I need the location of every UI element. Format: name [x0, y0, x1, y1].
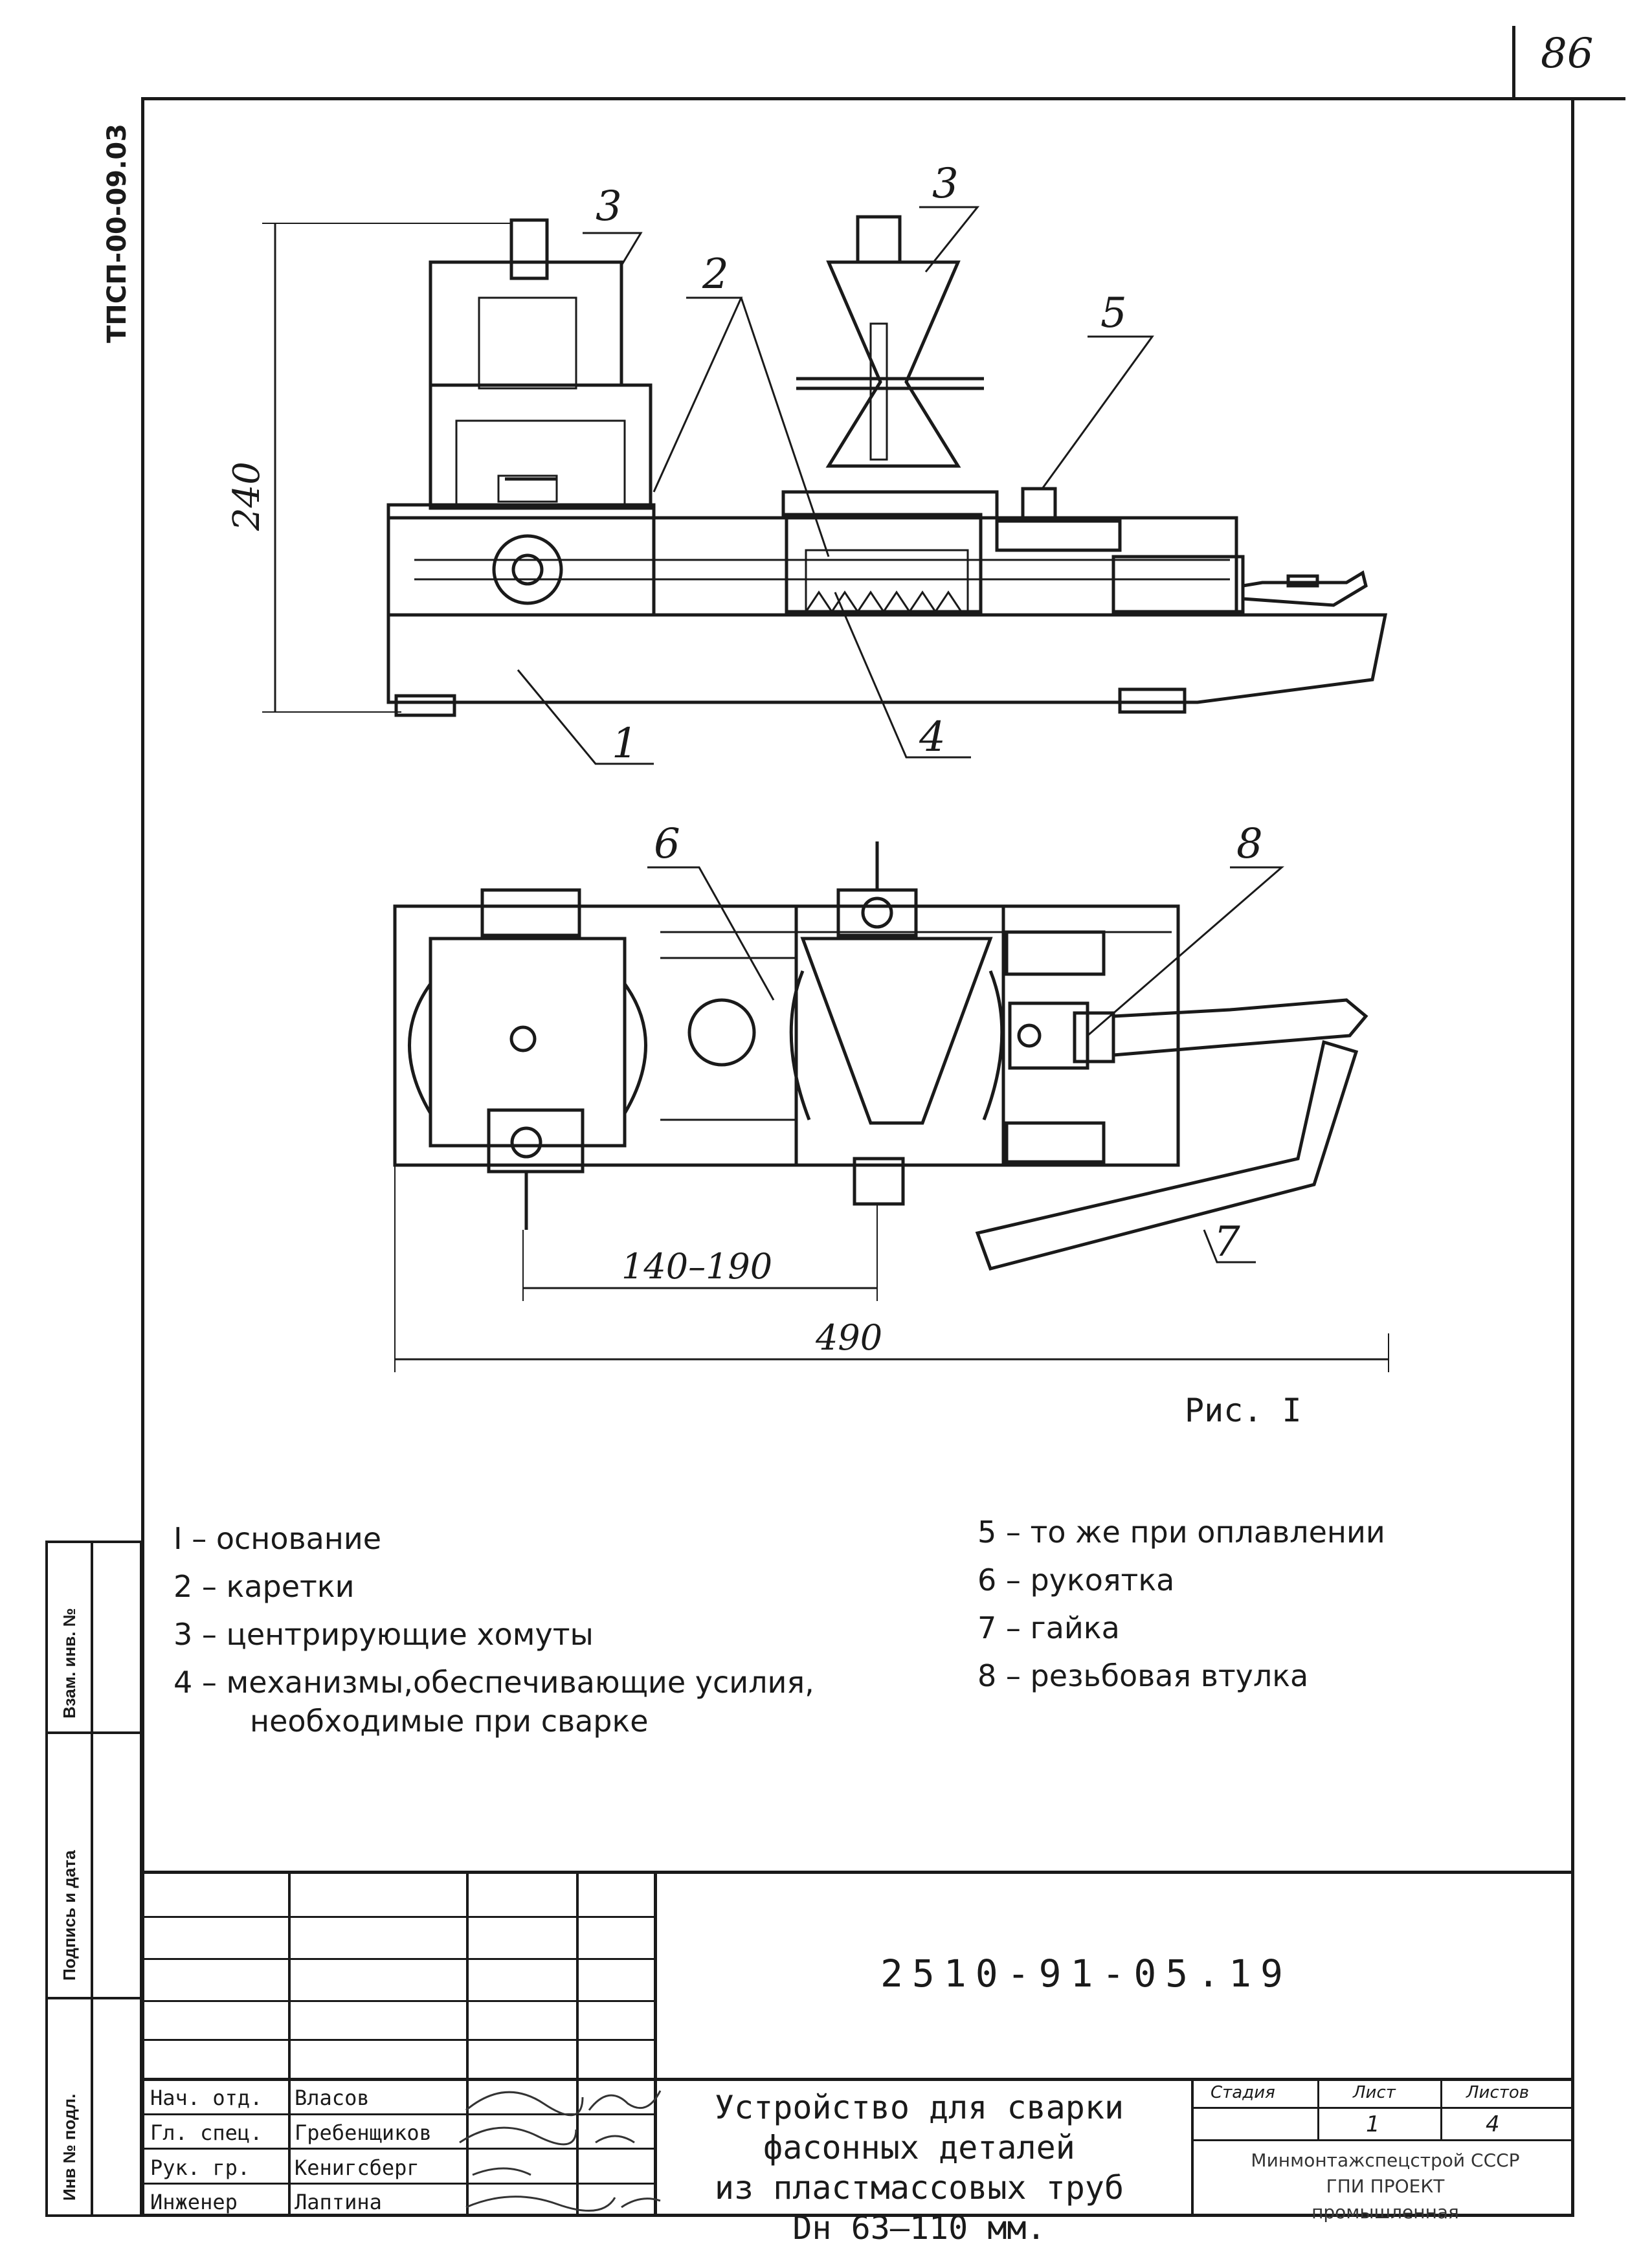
- legend-item: 6 – рукоятка: [977, 1563, 1175, 1597]
- tb-vline: [576, 1871, 579, 2217]
- left-carriage-wheel: [492, 534, 563, 605]
- callout-5: 5: [1100, 289, 1127, 337]
- sheet-header: Лист: [1353, 2083, 1396, 2102]
- callout-2: 2: [702, 250, 729, 298]
- signature-name: Лаптина: [295, 2190, 382, 2214]
- handle-bar-elevation: [1111, 555, 1245, 614]
- technical-drawing: 3 3 2 5 1 4 6 8 7 240 140–190 490: [226, 160, 1389, 1372]
- left-carriage: [386, 503, 656, 617]
- legend-left: I – основание 2 – каретки 3 – центрирующ…: [173, 1515, 814, 1736]
- dim-490-label: 490: [815, 1317, 882, 1358]
- tb-hline: [141, 1916, 656, 1918]
- tb-vline: [1191, 2078, 1194, 2217]
- signature-role: Инженер: [150, 2190, 238, 2214]
- stage-header: Стадия: [1211, 2083, 1275, 2102]
- tb-hline: [141, 2039, 656, 2041]
- legend-item: 8 – резьбовая втулка: [977, 1658, 1309, 1693]
- signature-name: Кенигсберг: [295, 2155, 419, 2180]
- mechanism-teeth: [805, 590, 963, 614]
- signature-role: Гл. спец.: [150, 2120, 263, 2145]
- tb-hline: [1191, 2139, 1574, 2141]
- sheet-number: 86: [1541, 30, 1594, 78]
- plan-nut-7: [687, 998, 756, 1067]
- legend-item: 3 – центрирующие хомуты: [173, 1617, 594, 1652]
- sheet-value: 1: [1366, 2111, 1380, 2137]
- right-clamp-cone: [825, 260, 961, 468]
- side-stamp-divider: [45, 1997, 142, 1999]
- tb-hline: [141, 2078, 1574, 2081]
- base-body: [386, 613, 1388, 704]
- callout-3-right: 3: [932, 160, 959, 208]
- signature-role: Рук. гр.: [150, 2155, 251, 2180]
- legend-item: 5 – то же при оплавлении: [977, 1515, 1385, 1550]
- organization: Минмонтажспецстрой СССР ГПИ ПРОЕКТ промы…: [1251, 2150, 1520, 2223]
- side-label-signature-date: Подпись и дата: [60, 1850, 79, 1981]
- legend-item: 2 – каретки: [173, 1569, 355, 1604]
- plan-handle-bar: [1111, 998, 1368, 1057]
- plan-view: [393, 841, 1389, 1372]
- signature-role: Нач. отд.: [150, 2086, 263, 2110]
- drawing-title: Устройство для сварки фасонных деталей и…: [714, 2089, 1124, 2247]
- plan-left-clamp: [429, 937, 627, 1148]
- left-clamp-top: [429, 260, 623, 387]
- tb-vline: [654, 1871, 657, 2217]
- callout-7: 6: [654, 820, 680, 868]
- tb-vline: [288, 1871, 291, 2217]
- tb-hline: [141, 2148, 656, 2150]
- elevation-view: [262, 206, 1388, 765]
- tb-vline: [466, 1871, 469, 2217]
- side-stamp-column: [45, 1541, 142, 2217]
- tb-hline: [141, 2113, 656, 2115]
- figure-caption: Рис. I: [1185, 1392, 1302, 1429]
- plan-right-clamp: [794, 904, 1005, 1167]
- legend-right: 5 – то же при оплавлении 6 – рукоятка 7 …: [977, 1508, 1385, 1700]
- dim-240-label: 240: [226, 462, 268, 531]
- left-clamp-body: [429, 383, 653, 510]
- plan-handle-lever: [975, 1040, 1359, 1271]
- handwritten-signatures: [459, 2090, 662, 2212]
- side-label-inventory: Инв № подл.: [60, 2093, 79, 2201]
- dim-140-190-label: 140–190: [621, 1246, 772, 1287]
- callout-3-left: 3: [596, 183, 622, 230]
- sheets-value: 4: [1486, 2111, 1500, 2137]
- callout-6: 7: [1214, 1218, 1240, 1266]
- tb-hline: [141, 2000, 656, 2002]
- drawing-frame: [141, 97, 1574, 2217]
- callout-1: 1: [612, 720, 638, 768]
- title-block: [141, 1871, 1574, 2217]
- callout-4: 4: [919, 713, 946, 761]
- side-label-replacement: Взам. инв. №: [60, 1608, 79, 1719]
- side-stamp-divider: [91, 1541, 93, 2217]
- right-clamp-base: [781, 490, 999, 520]
- legend-item: I – основание: [173, 1521, 382, 1556]
- tb-hline: [141, 2183, 656, 2185]
- tb-hline: [141, 1958, 656, 1960]
- legend-item-continuation: необходимые при сварке: [250, 1704, 649, 1739]
- sheets-header: Листов: [1466, 2083, 1530, 2102]
- signature-name: Гребенщиков: [295, 2120, 432, 2145]
- signature-name: Власов: [295, 2086, 370, 2110]
- base-foot-left: [394, 694, 456, 717]
- legend-item: 4 – механизмы,обеспечивающие усилия,: [173, 1665, 814, 1700]
- callout-8: 8: [1236, 820, 1263, 868]
- legend-item: 7 – гайка: [977, 1610, 1120, 1645]
- document-code: 2510-91-05.19: [880, 1952, 1292, 1996]
- base-foot-right: [1118, 687, 1187, 714]
- side-stamp-divider: [45, 1731, 142, 1734]
- tb-hline: [1191, 2107, 1574, 2109]
- plan-base-outline: [393, 904, 1180, 1167]
